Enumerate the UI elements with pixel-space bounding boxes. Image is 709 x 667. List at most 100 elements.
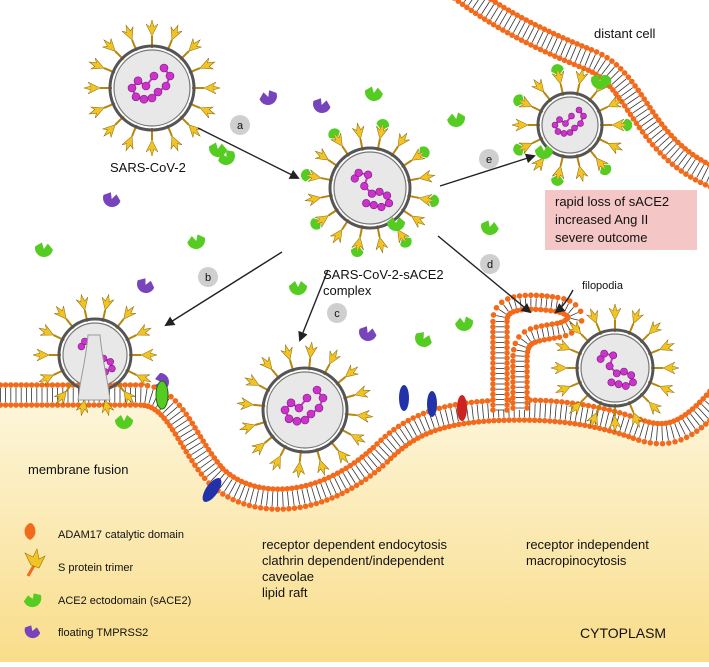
complex-label-1: SARS-CoV-2-sACE2: [323, 267, 444, 282]
arrow-b: [166, 252, 282, 325]
spike-trimer: [75, 293, 90, 311]
receptor-blue-2: [427, 391, 437, 417]
ace2-receptor-green: [156, 381, 168, 409]
tmprss2-molecule: [100, 190, 122, 209]
filopodium-membrane: [490, 292, 584, 412]
arrow-d: [438, 236, 530, 312]
spike-trimer: [348, 429, 368, 447]
spike-trimer: [304, 342, 318, 359]
sace2-molecule: [535, 145, 553, 159]
membrane-fusion-label: membrane fusion: [28, 462, 128, 477]
spike-trimer: [166, 134, 183, 153]
spike-trimer: [242, 373, 262, 391]
spike-trimer: [663, 362, 679, 374]
step-badge-a: a: [230, 115, 250, 135]
svg-text:d: d: [487, 259, 493, 271]
spike-trimer: [238, 419, 257, 435]
outcome-line-1: rapid loss of sACE2: [555, 194, 669, 209]
spike-trimer: [292, 461, 306, 478]
svg-text:ADAM17 catalytic domain: ADAM17 catalytic domain: [58, 529, 184, 541]
spike-trimer: [314, 458, 330, 477]
spike-trimer: [573, 165, 588, 183]
spike-trimer: [166, 23, 183, 42]
filopodia-label: filopodia: [582, 280, 624, 292]
spike-trimer: [312, 146, 332, 165]
spike-trimer: [141, 349, 157, 361]
sace2-molecule: [446, 112, 466, 129]
spike-trimer: [512, 119, 528, 131]
spike-trimer: [198, 102, 217, 119]
spike-trimer: [353, 385, 372, 401]
svg-text:receptor dependent endocytosis: receptor dependent endocytosis: [262, 537, 448, 552]
svg-text:e: e: [486, 154, 492, 166]
outcome-box: rapid loss of sACE2 increased Ang II sev…: [545, 190, 697, 250]
spike-trimer: [120, 134, 137, 153]
distant-cell-label: distant cell: [594, 26, 656, 41]
spike-trimer: [418, 169, 436, 184]
spike-trimer: [657, 338, 676, 355]
svg-text:caveolae: caveolae: [262, 569, 314, 584]
step-badge-c: c: [327, 303, 347, 323]
sace2-molecule: [364, 86, 384, 103]
virus-sace2-complex: [300, 118, 440, 258]
spike-trimer: [304, 192, 322, 207]
spike-trimer: [554, 381, 573, 398]
spike-trimer: [324, 347, 342, 367]
tmprss2-molecule: [258, 88, 280, 107]
sace2-molecule: [479, 219, 500, 237]
spike-trimer: [609, 304, 621, 320]
step-badge-b: b: [198, 267, 218, 287]
spike-trimer: [87, 102, 106, 119]
svg-text:b: b: [205, 272, 211, 284]
svg-text:floating TMPRSS2: floating TMPRSS2: [58, 627, 148, 639]
spike-trimer: [134, 323, 154, 341]
tmprss2-molecule: [134, 276, 156, 296]
svg-text:macropinocytosis: macropinocytosis: [526, 553, 627, 568]
spike-trimer: [204, 82, 220, 94]
spike-trimer: [408, 211, 428, 230]
svg-text:clathrin dependent/independent: clathrin dependent/independent: [262, 553, 445, 568]
spike-trimer: [37, 323, 57, 341]
endocytosis-virus: [237, 342, 374, 479]
sace2-molecule: [412, 329, 435, 350]
svg-text:a: a: [237, 120, 244, 132]
svg-text:lipid raft: lipid raft: [262, 585, 308, 600]
spike-trimer: [146, 140, 158, 156]
complex-label-2: complex: [323, 283, 372, 298]
spike-trimer: [605, 138, 625, 156]
sace2-molecule: [186, 233, 207, 251]
tmprss2-molecule: [310, 96, 332, 115]
spike-trimer: [237, 397, 254, 411]
receptor-blue-1: [399, 385, 409, 411]
svg-text:receptor independent: receptor independent: [526, 537, 649, 552]
svg-text:ACE2 ectodomain (sACE2): ACE2 ectodomain (sACE2): [58, 595, 191, 607]
free-virus: [84, 20, 220, 156]
spike-trimer: [84, 82, 100, 94]
spike-trimer: [280, 343, 296, 362]
spike-trimer: [99, 293, 114, 311]
adam17-receptor: [457, 395, 467, 421]
spike-trimer: [628, 307, 645, 326]
outcome-line-2: increased Ang II: [555, 212, 648, 227]
spike-trimer: [120, 23, 137, 42]
cytoplasm-label: CYTOPLASM: [580, 625, 666, 641]
spike-trimer: [393, 130, 412, 150]
sace2-molecule: [289, 281, 307, 295]
svg-text:S protein trimer: S protein trimer: [58, 562, 134, 574]
step-badge-e: e: [479, 149, 499, 169]
virus-label: SARS-CoV-2: [110, 160, 186, 175]
spike-trimer: [374, 236, 389, 254]
outcome-line-3: severe outcome: [555, 230, 648, 245]
spike-trimer: [198, 56, 217, 73]
spike-trimer: [268, 453, 286, 473]
spike-trimer: [356, 409, 373, 423]
spike-trimer: [657, 381, 676, 398]
sace2-molecule: [34, 242, 54, 259]
spike-trimer: [33, 349, 49, 361]
sace2-molecule: [454, 316, 474, 333]
step-badge-d: d: [480, 254, 500, 274]
spike-trimer: [585, 307, 602, 326]
spike-trimer: [328, 226, 347, 246]
